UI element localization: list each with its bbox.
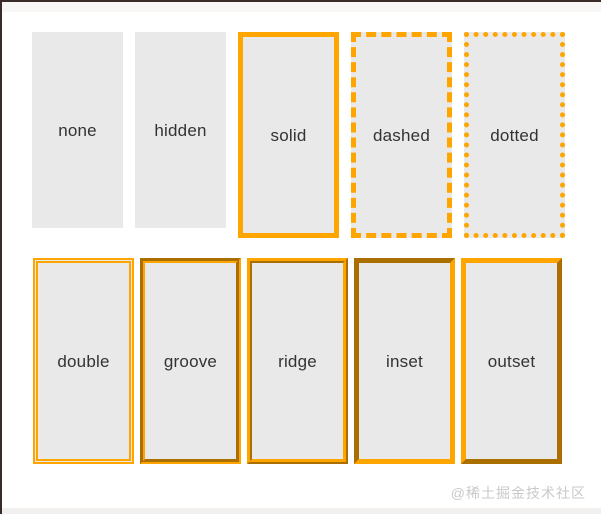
border-style-box-none: none bbox=[32, 32, 123, 228]
border-style-box-dashed: dashed bbox=[351, 32, 452, 238]
border-style-label-dashed: dashed bbox=[373, 125, 430, 145]
bottom-strip bbox=[2, 508, 601, 514]
border-style-box-solid: solid bbox=[238, 32, 339, 238]
border-style-box-groove: groove bbox=[140, 258, 241, 464]
border-style-label-none: none bbox=[58, 120, 97, 140]
border-style-row-1: none hidden solid dashed dotted bbox=[0, 0, 601, 238]
border-style-label-inset: inset bbox=[386, 351, 423, 371]
border-style-label-hidden: hidden bbox=[154, 120, 207, 140]
border-style-label-groove: groove bbox=[163, 351, 218, 371]
top-band bbox=[2, 2, 601, 12]
border-style-label-ridge: ridge bbox=[278, 351, 317, 371]
border-style-box-ridge: ridge bbox=[247, 258, 348, 464]
border-style-box-hidden: hidden bbox=[135, 32, 226, 228]
border-style-box-inset: inset bbox=[354, 258, 455, 464]
border-style-row-2: double groove ridge inset outset bbox=[0, 238, 601, 464]
border-style-label-solid: solid bbox=[270, 125, 307, 145]
border-style-label-outset: outset bbox=[487, 351, 536, 371]
window-edge-left bbox=[0, 0, 2, 514]
border-style-box-double: double bbox=[33, 258, 134, 464]
window-edge-top bbox=[0, 0, 601, 2]
border-style-box-outset: outset bbox=[461, 258, 562, 464]
border-style-label-double: double bbox=[57, 351, 110, 371]
border-style-box-dotted: dotted bbox=[464, 32, 565, 238]
watermark: @稀土掘金技术社区 bbox=[450, 485, 586, 501]
border-style-label-dotted: dotted bbox=[490, 125, 539, 145]
